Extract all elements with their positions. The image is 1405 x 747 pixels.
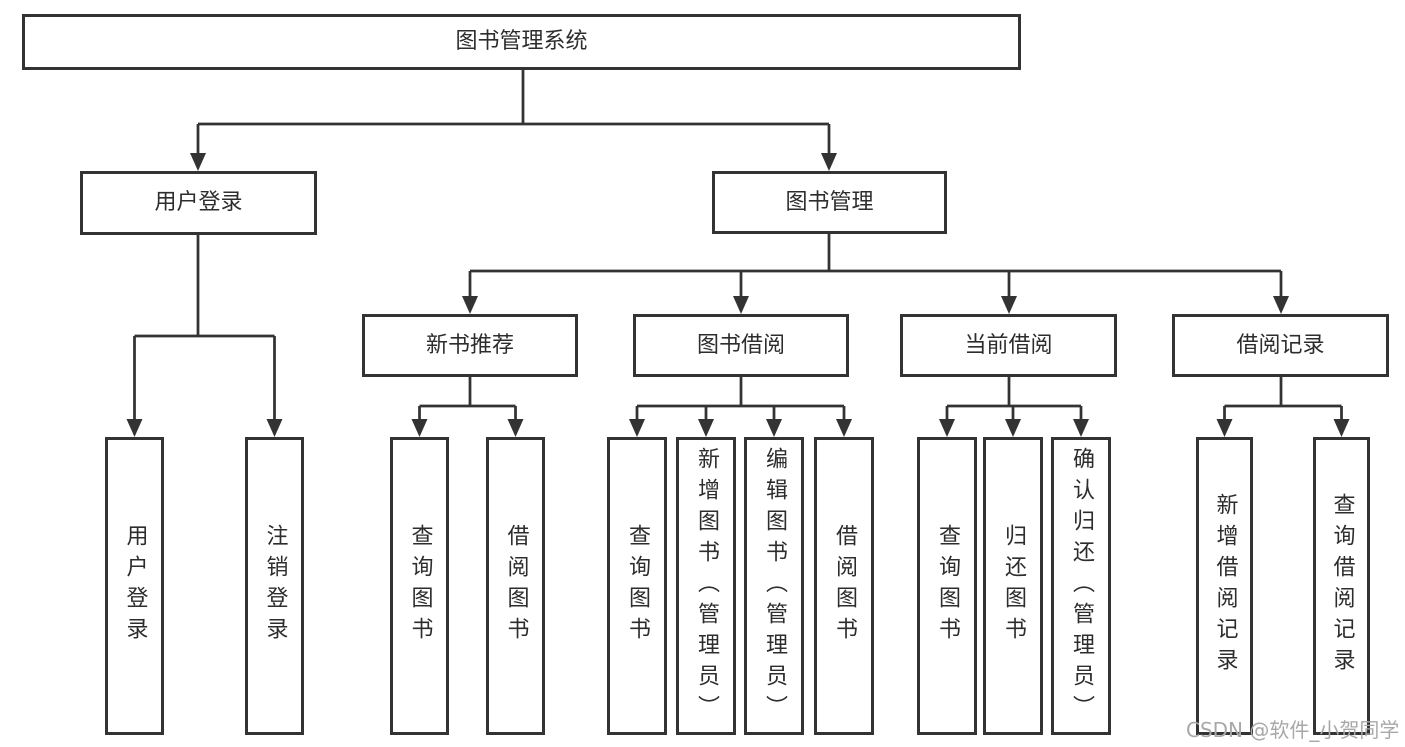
connector-new-book [418,377,517,422]
leaf-borrow-books: 借阅图书 [814,437,874,735]
csdn-watermark: CSDN @软件_小贺同学 [1186,718,1400,742]
leaf-add-books-admin-label: 新增图书（管理员） [694,446,719,726]
connector-book-borrow [635,377,846,422]
leaf-borrow-books-recommend-label: 借阅图书 [503,524,529,648]
node-borrowing-records: 借阅记录 [1172,314,1389,377]
node-book-borrowing-label: 图书借阅 [696,332,785,358]
leaf-query-books-borrow: 查询图书 [607,437,667,735]
arrow-icon [507,419,524,437]
leaf-return-books-label: 归还图书 [1001,524,1026,648]
node-root: 图书管理系统 [22,14,1021,70]
leaf-query-borrow-record: 查询借阅记录 [1313,437,1370,735]
leaf-query-books-current-label: 查询图书 [935,524,960,648]
node-new-book-recommendation: 新书推荐 [362,314,578,377]
leaf-borrow-books-recommend: 借阅图书 [486,437,545,735]
leaf-edit-books-admin: 编辑图书（管理员） [744,437,804,735]
leaf-query-books-recommend: 查询图书 [390,437,449,735]
arrow-icon [1333,419,1350,437]
arrow-icon [266,419,283,437]
arrow-icon [1216,419,1233,437]
connector-root [196,70,831,156]
arrow-icon [733,296,749,314]
connector-book-management [468,234,1283,299]
connector-current-borrow [945,377,1083,422]
leaf-add-borrow-record: 新增借阅记录 [1196,437,1253,735]
arrow-icon [411,419,428,437]
arrow-icon [1073,419,1089,437]
leaf-edit-books-admin-label: 编辑图书（管理员） [762,446,787,726]
arrow-icon [821,153,837,171]
leaf-confirm-return-admin: 确认归还（管理员） [1051,437,1111,735]
arrow-icon [698,419,714,437]
leaf-borrow-books-label: 借阅图书 [832,524,857,648]
leaf-logout-label: 注销登录 [262,524,288,648]
node-book-management: 图书管理 [712,171,947,234]
leaf-query-books-recommend-label: 查询图书 [407,524,433,648]
arrow-icon [629,419,645,437]
node-current-borrowing: 当前借阅 [900,314,1117,377]
arrow-icon [836,419,852,437]
leaf-add-books-admin: 新增图书（管理员） [676,437,736,735]
arrow-icon [939,419,955,437]
leaf-add-borrow-record-label: 新增借阅记录 [1212,493,1238,679]
arrow-icon [126,419,143,437]
connector-borrow-records [1223,377,1343,422]
arrowheads [126,153,1350,437]
leaf-user-login-label: 用户登录 [122,524,148,648]
node-user-login: 用户登录 [80,171,317,235]
arrow-icon [766,419,782,437]
node-root-label: 图书管理系统 [455,29,588,54]
node-borrowing-records-label: 借阅记录 [1236,332,1325,358]
connector-user-login [133,235,276,422]
node-new-book-recommendation-label: 新书推荐 [425,332,514,358]
node-user-login-label: 用户登录 [154,190,243,215]
node-book-borrowing: 图书借阅 [633,314,849,377]
leaf-logout: 注销登录 [245,437,304,735]
leaf-return-books: 归还图书 [983,437,1043,735]
leaf-confirm-return-admin-label: 确认归还（管理员） [1069,446,1094,726]
arrow-icon [1273,296,1289,314]
node-book-management-label: 图书管理 [785,189,874,215]
arrow-icon [1001,296,1017,314]
leaf-user-login: 用户登录 [105,437,164,735]
node-current-borrowing-label: 当前借阅 [964,332,1053,358]
leaf-query-books-current: 查询图书 [917,437,977,735]
arrow-icon [190,153,206,171]
arrow-icon [462,296,478,314]
leaf-query-books-borrow-label: 查询图书 [625,524,650,648]
leaf-query-borrow-record-label: 查询借阅记录 [1329,493,1355,679]
arrow-icon [1005,419,1021,437]
